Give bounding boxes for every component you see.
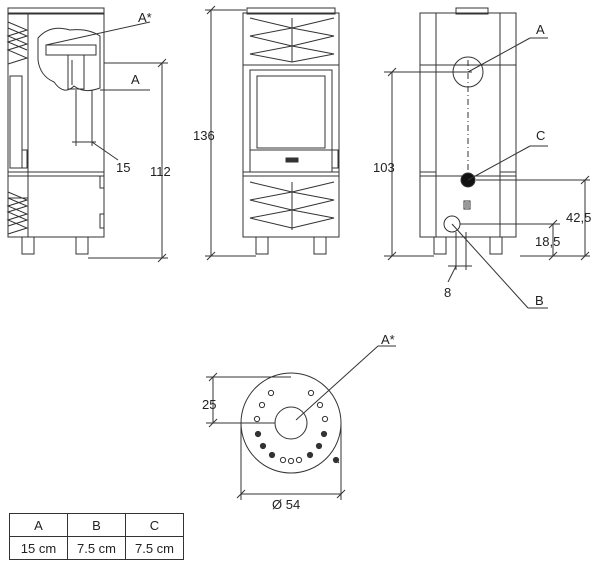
table-row: 15 cm 7.5 cm 7.5 cm — [9, 536, 184, 560]
front-foot-left — [255, 237, 269, 255]
back-view — [384, 7, 590, 309]
front-glass — [256, 75, 326, 149]
label-top-25: 25 — [202, 397, 216, 412]
side-view — [6, 7, 168, 263]
front-handle — [331, 149, 339, 169]
table-header-cell: A — [9, 513, 68, 537]
side-glass — [9, 75, 23, 169]
label-side-a: A — [131, 72, 140, 87]
front-door — [249, 69, 333, 173]
front-logo — [285, 157, 299, 163]
label-back-42-5: 42,5 — [566, 210, 591, 225]
label-back-b: B — [535, 293, 544, 308]
label-side-15: 15 — [116, 160, 130, 175]
top-view — [206, 345, 396, 500]
front-wood-pattern-bottom — [249, 181, 293, 229]
label-top-a-star: A* — [381, 332, 395, 347]
side-foot-right — [75, 237, 89, 255]
back-foot-left — [433, 237, 447, 255]
side-cap — [7, 7, 105, 15]
back-cap — [455, 7, 489, 15]
front-wood-pattern-top — [249, 17, 293, 63]
label-back-c: C — [536, 128, 545, 143]
back-body — [419, 12, 517, 238]
top-vent-holes — [253, 389, 329, 465]
front-view — [205, 5, 340, 261]
side-wood-pattern-bottom — [6, 191, 29, 235]
side-wood-pattern-top — [6, 21, 29, 65]
table-cell: 15 cm — [9, 536, 68, 560]
table-header-cell: C — [125, 513, 184, 537]
label-back-18-5: 18,5 — [535, 234, 560, 249]
side-body — [7, 12, 105, 238]
label-side-a-star: A* — [138, 10, 152, 25]
top-flue-collar — [274, 406, 308, 440]
side-foot-left — [21, 237, 35, 255]
label-top-diameter: Ø 54 — [272, 497, 300, 512]
label-back-8: 8 — [444, 285, 451, 300]
front-cap — [246, 7, 336, 15]
connection-size-table: A B C 15 cm 7.5 cm 7.5 cm — [9, 513, 184, 560]
side-flue-pipe — [45, 44, 97, 56]
back-foot-right — [489, 237, 503, 255]
label-front-136: 136 — [193, 128, 215, 143]
front-foot-right — [313, 237, 327, 255]
table-cell: 7.5 cm — [125, 536, 184, 560]
table-header-row: A B C — [9, 513, 184, 537]
front-body — [242, 12, 340, 238]
label-back-a: A — [536, 22, 545, 37]
label-side-112: 112 — [150, 164, 171, 179]
side-cutaway — [37, 27, 101, 92]
label-back-103: 103 — [373, 160, 395, 175]
table-cell: 7.5 cm — [67, 536, 126, 560]
back-small-port — [463, 200, 471, 210]
table-header-cell: B — [67, 513, 126, 537]
